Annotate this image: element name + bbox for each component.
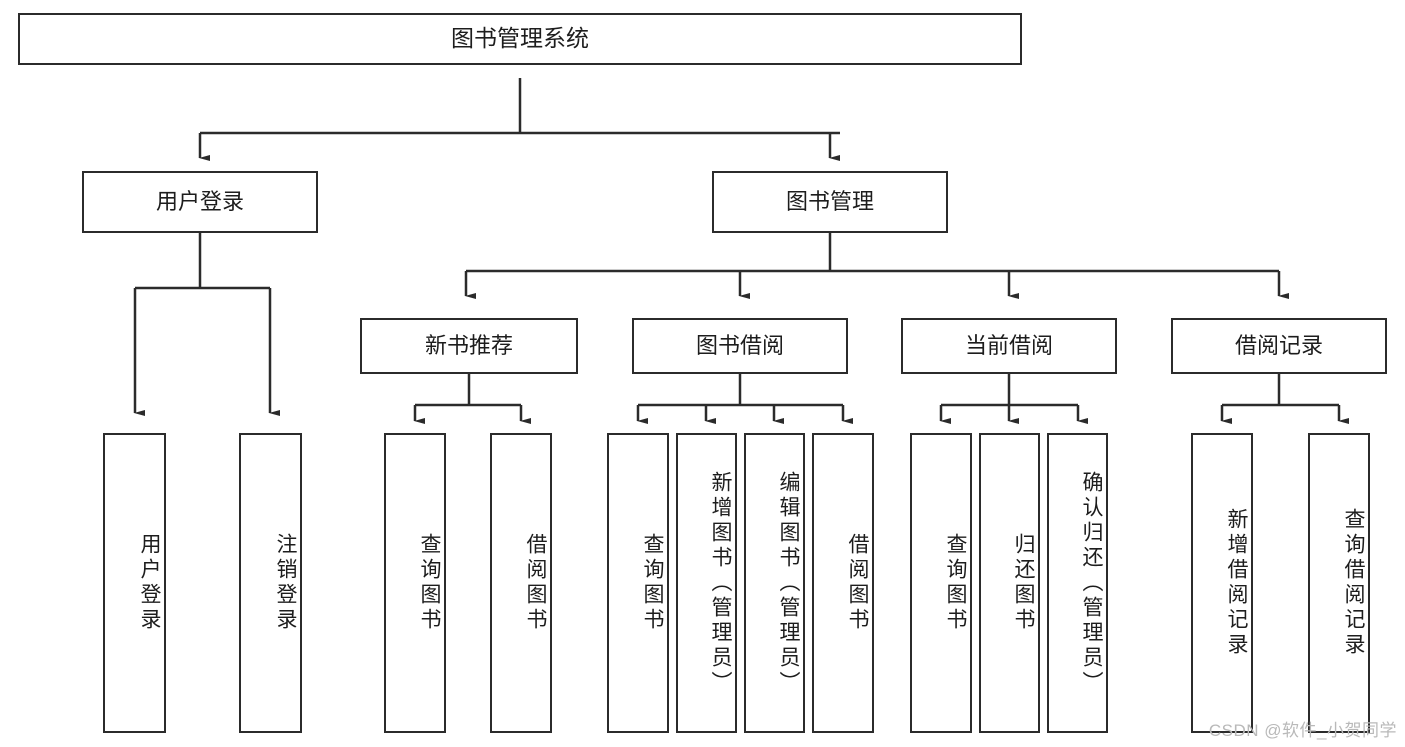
node-borrow-record[interactable]: 借阅记录 — [1171, 318, 1387, 374]
node-leaf-add-record[interactable]: 新增借阅记录 — [1191, 433, 1253, 733]
node-borrow-record-label: 借阅记录 — [1234, 332, 1323, 358]
node-leaf-borrow-book-1[interactable]: 借阅图书 — [490, 433, 552, 733]
node-current-borrow-label: 当前借阅 — [964, 332, 1053, 358]
node-leaf-add-book-label: 新增图书（管理员） — [709, 470, 732, 696]
node-user-login-label: 用户登录 — [155, 188, 244, 214]
node-book-manage[interactable]: 图书管理 — [712, 171, 948, 233]
node-root-label: 图书管理系统 — [451, 25, 589, 52]
csdn-watermark: CSDN @软件_小贺同学 — [1208, 721, 1397, 740]
node-leaf-user-login-label: 用户登录 — [138, 533, 161, 633]
node-book-borrow[interactable]: 图书借阅 — [632, 318, 848, 374]
node-leaf-query-book-2[interactable]: 查询图书 — [607, 433, 669, 733]
node-leaf-logout-label: 注销登录 — [274, 533, 297, 633]
node-user-login[interactable]: 用户登录 — [82, 171, 318, 233]
node-leaf-query-book-2-label: 查询图书 — [641, 533, 664, 633]
node-leaf-edit-book[interactable]: 编辑图书（管理员） — [744, 433, 805, 733]
node-root[interactable]: 图书管理系统 — [18, 13, 1022, 65]
node-leaf-logout[interactable]: 注销登录 — [239, 433, 302, 733]
node-leaf-user-login[interactable]: 用户登录 — [103, 433, 166, 733]
node-leaf-add-book[interactable]: 新增图书（管理员） — [676, 433, 737, 733]
node-new-book-recommend-label: 新书推荐 — [424, 332, 513, 358]
node-leaf-query-book-3-label: 查询图书 — [944, 533, 967, 633]
node-leaf-confirm-return[interactable]: 确认归还（管理员） — [1047, 433, 1108, 733]
node-leaf-return-book-label: 归还图书 — [1012, 533, 1035, 633]
node-leaf-query-record-label: 查询借阅记录 — [1342, 508, 1365, 658]
node-current-borrow[interactable]: 当前借阅 — [901, 318, 1117, 374]
node-new-book-recommend[interactable]: 新书推荐 — [360, 318, 578, 374]
node-leaf-borrow-book-2-label: 借阅图书 — [846, 533, 869, 633]
node-leaf-edit-book-label: 编辑图书（管理员） — [777, 470, 800, 696]
node-leaf-query-book-3[interactable]: 查询图书 — [910, 433, 972, 733]
node-leaf-query-record[interactable]: 查询借阅记录 — [1308, 433, 1370, 733]
node-leaf-add-record-label: 新增借阅记录 — [1225, 508, 1248, 658]
node-book-manage-label: 图书管理 — [785, 188, 874, 214]
node-leaf-borrow-book-2[interactable]: 借阅图书 — [812, 433, 874, 733]
node-leaf-return-book[interactable]: 归还图书 — [979, 433, 1040, 733]
node-leaf-query-book-1-label: 查询图书 — [418, 533, 441, 633]
node-leaf-query-book-1[interactable]: 查询图书 — [384, 433, 446, 733]
node-book-borrow-label: 图书借阅 — [695, 332, 784, 358]
node-leaf-borrow-book-1-label: 借阅图书 — [524, 533, 547, 633]
node-leaf-confirm-return-label: 确认归还（管理员） — [1080, 470, 1103, 696]
